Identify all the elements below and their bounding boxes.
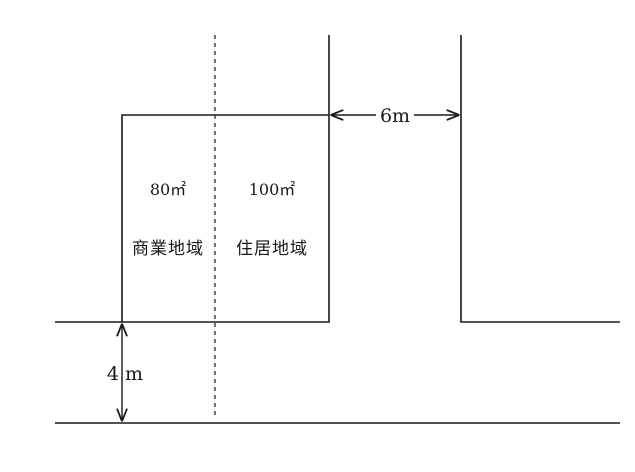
residential-area-label: 100㎡ <box>249 180 296 199</box>
side-road-right-edge <box>460 35 620 323</box>
road-gap-label: 6m <box>380 105 410 127</box>
front-road-width-label: 4 m <box>107 363 143 385</box>
commercial-area-label: 80㎡ <box>150 180 186 199</box>
residential-zone-label: 住居地域 <box>236 239 308 259</box>
lot-outline <box>121 114 330 323</box>
commercial-zone-label: 商業地域 <box>132 239 204 259</box>
road-gap-label-background <box>376 103 414 127</box>
